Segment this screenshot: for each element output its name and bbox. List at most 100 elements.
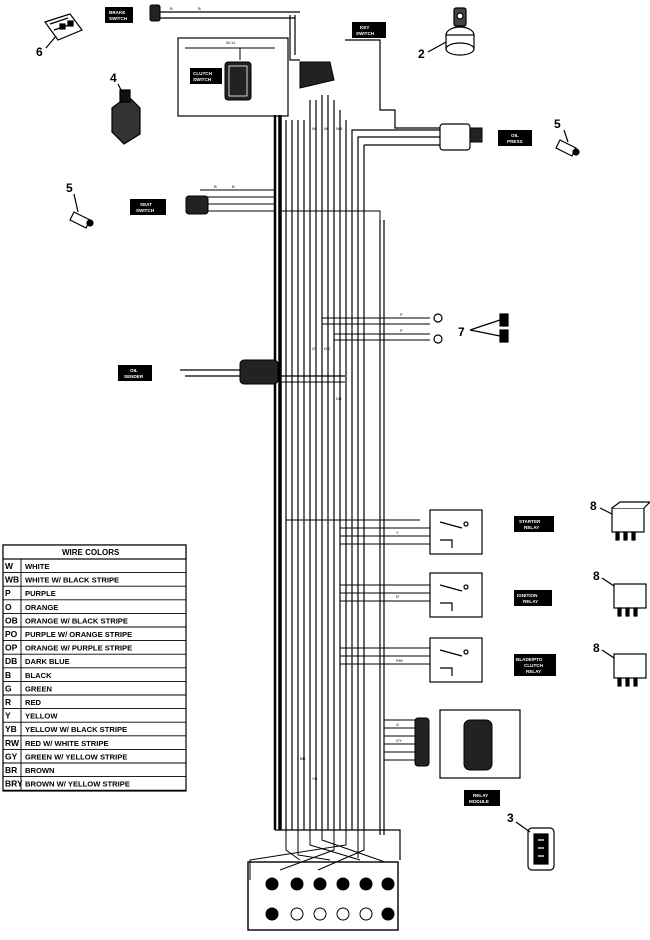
legend-code: WB <box>5 575 19 585</box>
relay-module-label-1: RELAY <box>473 793 488 798</box>
legend-title: WIRE COLORS <box>62 548 120 557</box>
wire-tag: W <box>312 126 316 131</box>
callout-8a: 8 <box>590 499 597 513</box>
legend-code: B <box>5 670 11 680</box>
legend-desc: PURPLE <box>25 589 56 598</box>
legend-desc: ORANGE W/ BLACK STRIPE <box>25 616 128 625</box>
main-harness <box>160 11 440 880</box>
starter-relay-label-2: RELAY <box>524 525 539 530</box>
legend-desc: GREEN <box>25 684 52 693</box>
brake-switch-label-1: BRAKE <box>109 10 125 15</box>
wire-tag: B <box>214 184 217 189</box>
wire-tag: R <box>396 594 399 599</box>
starter-relay-label-1: STARTER <box>519 519 541 524</box>
oil-press-label-1: OIL <box>511 133 519 138</box>
wire-tag: WB <box>336 126 343 131</box>
harness-connectors <box>149 4 493 771</box>
legend-desc: RED W/ WHITE STRIPE <box>25 739 109 748</box>
legend-desc: WHITE W/ BLACK STRIPE <box>25 576 119 585</box>
legend-desc: YELLOW <box>25 712 58 721</box>
callout-8b: 8 <box>593 569 600 583</box>
oil-press-label-2: PRESS <box>507 139 523 144</box>
blade-relay-label-1: BLADE/PTO <box>516 657 543 662</box>
callout-7: 7 <box>458 325 465 339</box>
callout-6: 6 <box>36 45 43 59</box>
wire-tag: B <box>198 6 201 11</box>
seat-switch-label-2: SWITCH <box>136 208 155 213</box>
legend-code: RW <box>5 738 20 748</box>
ignition-relay-label-1: IGNITION <box>517 593 538 598</box>
wire-tag: Y <box>396 530 399 535</box>
callout-5a: 5 <box>554 117 561 131</box>
wire-tags: W-11 B B W W WB B B P P O OB DB Y R RW G… <box>170 6 403 781</box>
legend-desc: ORANGE W/ PURPLE STRIPE <box>25 644 132 653</box>
clutch-switch-label-1: CLUTCH <box>193 71 213 76</box>
legend-code: PO <box>5 629 18 639</box>
wire-tag: W <box>324 126 328 131</box>
blade-relay-label-2: CLUTCH <box>524 663 544 668</box>
legend-code: W <box>5 561 14 571</box>
legend-code: Y <box>5 711 11 721</box>
blade-relay-label-3: RELAY <box>526 669 541 674</box>
legend-code: O <box>5 602 12 612</box>
part-key-switch-2 <box>445 7 475 56</box>
wire-tag: DB <box>336 396 342 401</box>
part-plug-5a <box>555 139 580 157</box>
legend-code: G <box>5 683 12 693</box>
part-module-3 <box>527 827 555 871</box>
relay-schematics <box>429 509 521 779</box>
callouts: 6 4 2 5 5 7 8 8 8 3 <box>36 45 600 825</box>
part-connector-6 <box>44 13 83 41</box>
legend-code: GY <box>5 751 18 761</box>
terminal-block <box>247 861 399 931</box>
oil-sender-label-1: OIL <box>130 368 138 373</box>
callout-3: 3 <box>507 811 514 825</box>
wire-tag: B <box>232 184 235 189</box>
legend-desc: PURPLE W/ ORANGE STRIPE <box>25 630 132 639</box>
legend-code: DB <box>5 656 17 666</box>
legend-code: BR <box>5 765 17 775</box>
legend-desc: WHITE <box>25 562 49 571</box>
wire-tag: G <box>396 722 399 727</box>
wire-tag: W-11 <box>226 40 236 45</box>
legend-desc: YELLOW W/ BLACK STRIPE <box>25 725 127 734</box>
part-relay-8c <box>613 653 647 687</box>
wire-colors-legend: WIRE COLORS W WHITE WB WHITE W/ BLACK STRIP… <box>2 544 187 792</box>
key-switch-label-1: KEY <box>360 25 369 30</box>
relay-module-label-2: MODULE <box>469 799 489 804</box>
legend-code: R <box>5 697 11 707</box>
wire-tag: RW <box>396 658 403 663</box>
legend-desc: BROWN W/ YELLOW STRIPE <box>25 780 130 789</box>
oil-sender-label-2: SENDER <box>124 374 144 379</box>
callout-8c: 8 <box>593 641 600 655</box>
legend-desc: BLACK <box>25 671 52 680</box>
wire-tag: O <box>312 346 315 351</box>
wire-tag: BR <box>300 756 306 761</box>
legend-code: BRY <box>5 779 23 789</box>
part-switch-4 <box>111 89 141 145</box>
brake-switch-label-2: SWITCH <box>109 16 128 21</box>
wire-tag: YB <box>312 776 318 781</box>
part-relay-8b <box>613 583 647 617</box>
callout-2: 2 <box>418 47 425 61</box>
legend-code: OP <box>5 643 18 653</box>
wire-tag: OB <box>324 346 330 351</box>
wire-tag: P <box>400 312 403 317</box>
legend-code: OB <box>5 615 18 625</box>
wire-tag: P <box>400 328 403 333</box>
wire-tag: GY <box>396 738 402 743</box>
callout-4: 4 <box>110 71 117 85</box>
callout-5b: 5 <box>66 181 73 195</box>
part-connector-7 <box>469 313 509 343</box>
clutch-switch-label-2: SWITCH <box>193 77 212 82</box>
component-label-boxes: BRAKE SWITCH KEY SWITCH CLUTCH SWITCH OI… <box>105 7 556 806</box>
component-parts <box>44 7 650 871</box>
legend-desc: DARK BLUE <box>25 657 70 666</box>
legend-code: YB <box>5 724 17 734</box>
legend-desc: ORANGE <box>25 603 58 612</box>
legend-desc: BROWN <box>25 766 55 775</box>
ignition-relay-label-2: RELAY <box>523 599 538 604</box>
legend-code: P <box>5 588 11 598</box>
part-relay-8a <box>611 501 650 541</box>
